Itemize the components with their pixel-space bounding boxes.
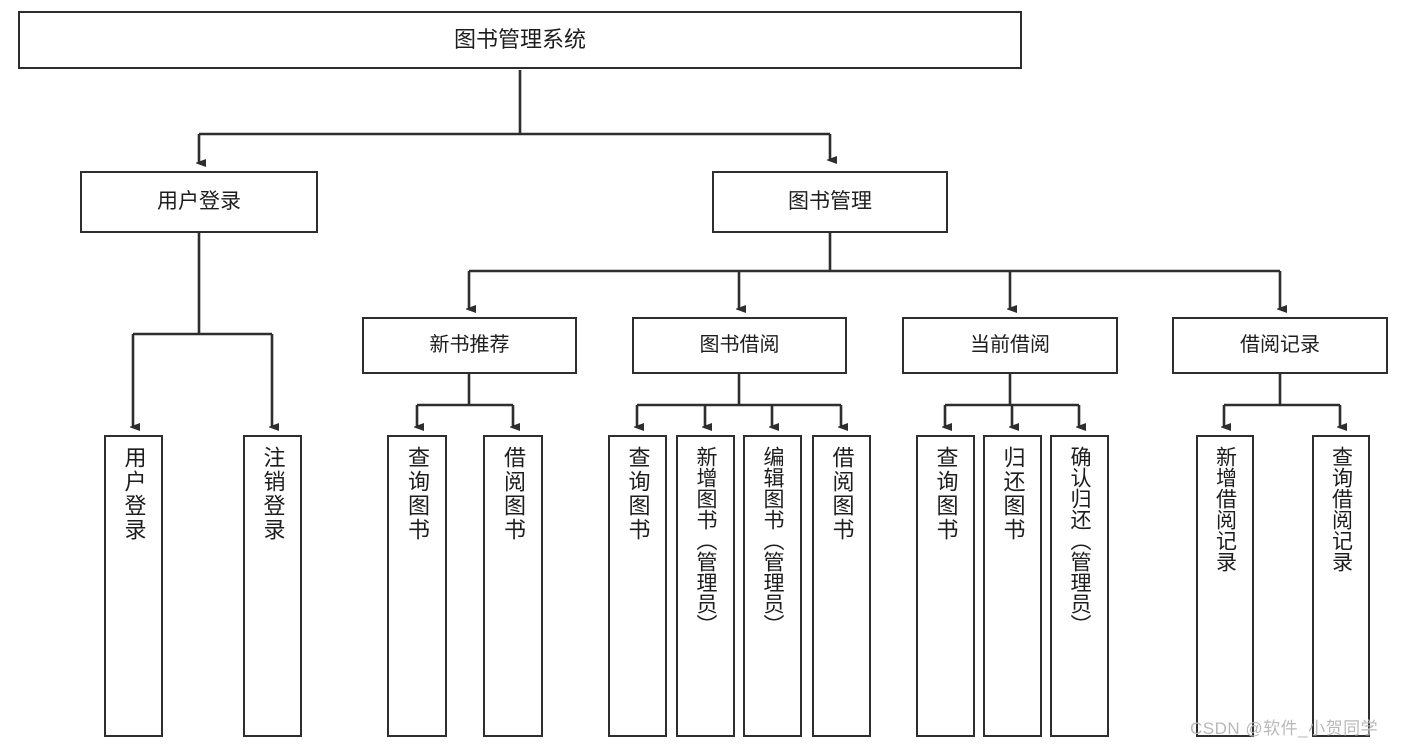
node-new-book-recommend[interactable]: 新书推荐	[362, 317, 577, 374]
node-current-borrow[interactable]: 当前借阅	[902, 317, 1118, 374]
leaf-nb-borrow-book[interactable]: 借阅图书	[483, 435, 543, 737]
node-book-manage-label: 图书管理	[788, 189, 872, 213]
leaf-bb-add-book[interactable]: 新增图书（管理员）	[676, 435, 735, 737]
leaf-bb-query-book[interactable]: 查询图书	[608, 435, 667, 737]
leaf-bb-query-book-label: 查询图书	[625, 446, 651, 542]
leaf-logout[interactable]: 注销登录	[243, 435, 302, 737]
leaf-nb-borrow-book-label: 借阅图书	[501, 446, 526, 542]
leaf-nb-query-book-label: 查询图书	[405, 446, 430, 542]
node-user-login[interactable]: 用户登录	[80, 171, 318, 233]
node-book-borrow[interactable]: 图书借阅	[632, 317, 847, 374]
leaf-cb-return-book-label: 归还图书	[1000, 446, 1026, 542]
leaf-user-login[interactable]: 用户登录	[104, 435, 163, 737]
leaf-cb-query-book-label: 查询图书	[933, 446, 959, 542]
leaf-cb-confirm-return[interactable]: 确认归还（管理员）	[1050, 435, 1109, 737]
node-root-label: 图书管理系统	[453, 27, 586, 53]
leaf-br-query-record-label: 查询借阅记录	[1329, 446, 1353, 572]
leaf-bb-edit-book-label: 编辑图书（管理员）	[761, 446, 784, 635]
watermark-text: CSDN @软件_小贺同学	[1190, 719, 1379, 738]
leaf-cb-confirm-return-label: 确认归还（管理员）	[1068, 446, 1091, 635]
leaf-user-login-label: 用户登录	[121, 446, 147, 542]
node-user-login-label: 用户登录	[157, 189, 241, 213]
node-borrow-record-label: 借阅记录	[1240, 333, 1320, 356]
node-root[interactable]: 图书管理系统	[18, 11, 1022, 69]
leaf-br-add-record-label: 新增借阅记录	[1213, 446, 1237, 572]
leaf-cb-query-book[interactable]: 查询图书	[916, 435, 975, 737]
leaf-nb-query-book[interactable]: 查询图书	[387, 435, 447, 737]
leaf-logout-label: 注销登录	[260, 446, 286, 542]
leaf-bb-add-book-label: 新增图书（管理员）	[694, 446, 717, 635]
node-current-borrow-label: 当前借阅	[970, 333, 1050, 356]
leaf-bb-edit-book[interactable]: 编辑图书（管理员）	[743, 435, 802, 737]
leaf-cb-return-book[interactable]: 归还图书	[983, 435, 1042, 737]
leaf-br-add-record[interactable]: 新增借阅记录	[1196, 435, 1254, 737]
leaf-br-query-record[interactable]: 查询借阅记录	[1312, 435, 1370, 737]
node-book-borrow-label: 图书借阅	[699, 333, 780, 356]
node-borrow-record[interactable]: 借阅记录	[1172, 317, 1388, 374]
node-new-book-recommend-label: 新书推荐	[429, 333, 510, 356]
leaf-bb-borrow-book-label: 借阅图书	[829, 446, 855, 542]
leaf-bb-borrow-book[interactable]: 借阅图书	[812, 435, 871, 737]
node-book-manage[interactable]: 图书管理	[712, 171, 948, 233]
